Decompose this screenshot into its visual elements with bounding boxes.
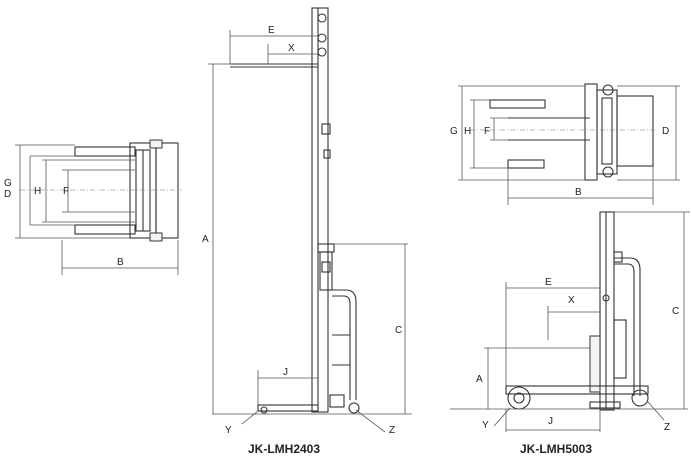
mast-inner <box>601 97 613 165</box>
handle-outer <box>332 289 357 400</box>
pulley <box>317 47 327 57</box>
front-wheel-hub <box>513 392 525 404</box>
base-block <box>329 394 345 408</box>
dim-label-z: Z <box>664 422 670 433</box>
dim-label-h: H <box>34 186 41 197</box>
carriage <box>589 335 601 393</box>
dim-label-e: E <box>268 25 275 36</box>
dim-label-j: J <box>548 416 553 427</box>
fork-roller <box>260 406 268 414</box>
handle-inner <box>614 263 635 396</box>
wheel-bottom <box>602 166 614 178</box>
handle-outer <box>614 257 641 396</box>
mast-body <box>155 142 179 239</box>
pulley <box>602 294 610 302</box>
fork-lowered <box>257 404 319 412</box>
roller-bottom <box>149 232 163 242</box>
dim-label-g: G <box>450 126 458 137</box>
leader-z <box>355 409 386 433</box>
dim-label-b: B <box>575 187 582 198</box>
top-view-right: G H F D B <box>450 83 680 205</box>
dim-label-b: B <box>117 257 124 268</box>
dim-label-f: F <box>484 126 490 137</box>
dim-label-a: A <box>202 234 209 245</box>
dim-label-y: Y <box>482 420 489 431</box>
wheel-top <box>602 84 614 96</box>
dim-label-x: X <box>288 43 295 54</box>
mast-block <box>321 123 331 135</box>
dim-label-z: Z <box>389 425 395 436</box>
cylinder-top <box>317 243 335 253</box>
handle-inner <box>332 295 351 400</box>
dim-label-h: H <box>464 126 471 137</box>
cylinder <box>613 319 627 379</box>
side-view-left: E X A C J Y Z JK-LMH2403 <box>202 7 412 456</box>
carriage-frame <box>584 83 598 181</box>
base-rail <box>505 385 649 395</box>
roller-top <box>149 139 163 149</box>
dim-label-c: C <box>395 325 402 336</box>
cylinder <box>319 251 333 291</box>
leader-y <box>493 407 511 427</box>
pump <box>321 261 331 273</box>
dim-label-a: A <box>476 374 483 385</box>
mast-block <box>323 149 331 159</box>
pulley <box>317 13 327 23</box>
leader-z <box>647 401 665 421</box>
dim-label-c: C <box>672 306 679 317</box>
mast <box>599 211 615 411</box>
fork-lower <box>507 159 545 169</box>
leader-y <box>241 410 259 425</box>
mast <box>311 7 329 413</box>
fork-upper <box>74 146 136 157</box>
fork-upper <box>489 99 546 109</box>
base-frame <box>616 95 654 167</box>
dim-label-e: E <box>545 277 552 288</box>
front-wheel <box>507 386 531 410</box>
dim-label-y: Y <box>225 425 232 436</box>
fork-lower <box>74 224 136 235</box>
dim-label-d: D <box>662 126 669 137</box>
dim-label-j: J <box>283 367 288 378</box>
mast-block <box>613 251 623 263</box>
dim-label-x: X <box>568 295 575 306</box>
caster-wheel <box>348 402 360 414</box>
model-caption-right: JK-LMH5003 <box>520 442 592 456</box>
dim-label-d: D <box>4 189 11 200</box>
rear-wheel <box>631 389 649 407</box>
fork-lowered <box>589 401 621 409</box>
top-view-left: G D H F B <box>4 139 182 275</box>
pulley <box>317 33 327 43</box>
side-view-right: E X A C J Y Z JK-LMH5003 <box>450 211 690 456</box>
dim-label-f: F <box>63 186 69 197</box>
model-caption-left: JK-LMH2403 <box>248 442 320 456</box>
dim-label-g: G <box>4 178 12 189</box>
mast-body <box>596 89 618 175</box>
